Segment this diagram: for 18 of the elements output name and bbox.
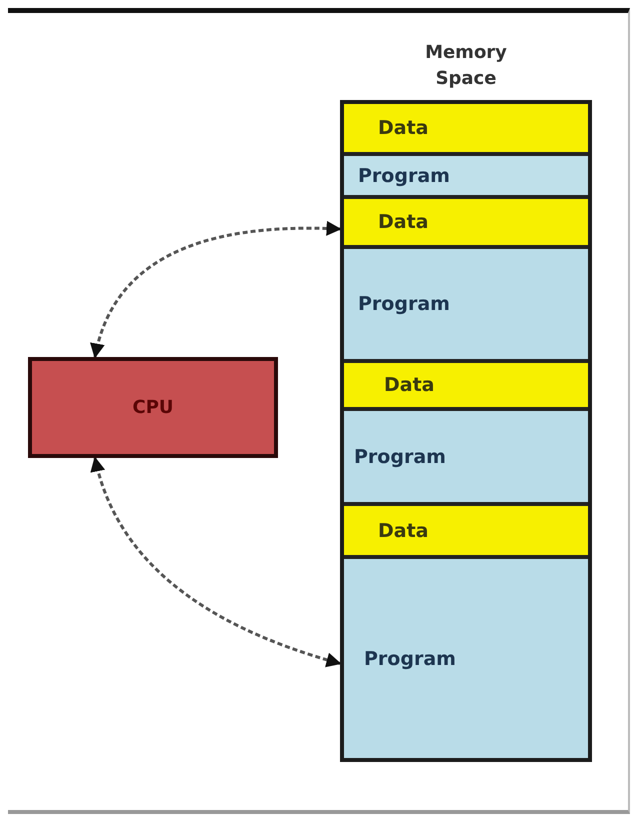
- segment-label: Data: [384, 374, 434, 396]
- processor-box: [28, 357, 278, 458]
- segment-label: Data: [378, 211, 428, 233]
- segment-label: Program: [358, 164, 450, 186]
- segment-label: Data: [378, 520, 428, 542]
- segment-label: Program: [354, 446, 446, 468]
- memory-segment: [344, 506, 588, 559]
- processor-label: CPU: [132, 397, 174, 418]
- memory-segment: [344, 104, 588, 156]
- memory-heading: Memory Space: [424, 41, 508, 91]
- memory-segment: [344, 363, 588, 411]
- segment-label: Program: [364, 648, 456, 670]
- arrow: [91, 456, 342, 667]
- segment-label: Data: [378, 117, 428, 139]
- segment-label: Program: [358, 293, 450, 315]
- arrow: [91, 221, 342, 358]
- memory-segment: [344, 156, 588, 199]
- memory-segment: [344, 199, 588, 249]
